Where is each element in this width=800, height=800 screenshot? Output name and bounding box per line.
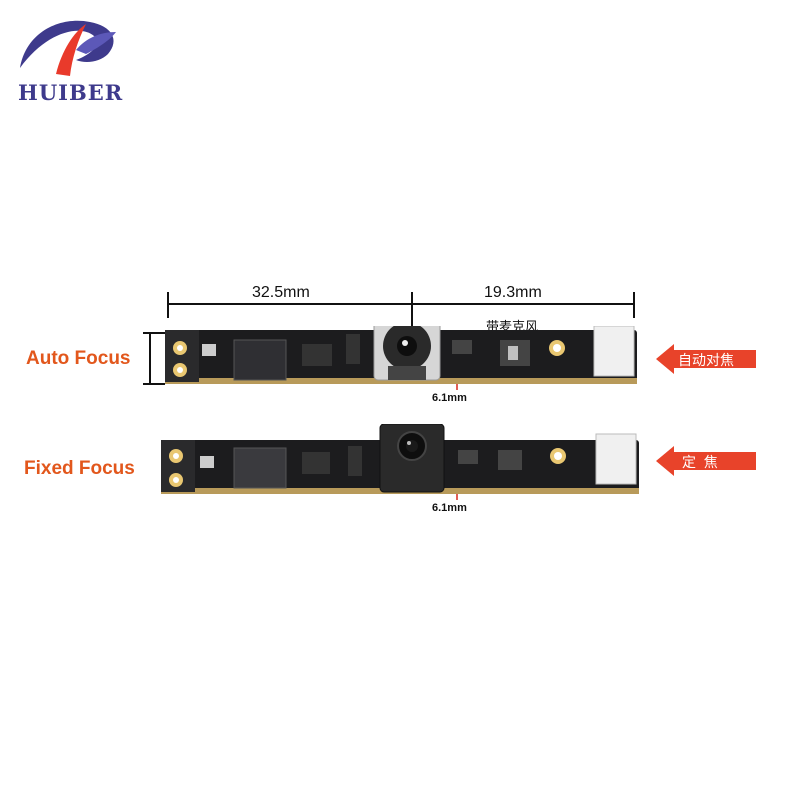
brand-name: HUIBER (18, 80, 124, 105)
left-arrow-icon (656, 446, 756, 476)
fixed-focus-badge: 定 焦 (656, 446, 756, 476)
dimension-left: 32.5mm (252, 284, 310, 301)
auto-focus-label: Auto Focus (26, 348, 131, 369)
auto-focus-board (165, 326, 637, 384)
fixed-focus-board (161, 424, 639, 494)
left-arrow-icon (656, 344, 756, 374)
auto-focus-badge-text: 自动对焦 (678, 352, 734, 368)
auto-focus-badge: 自动对焦 (656, 344, 756, 374)
dimension-right: 19.3mm (484, 284, 542, 301)
height-label-bottom: 6.1mm (432, 502, 467, 514)
fixed-focus-badge-text: 定 焦 (682, 454, 718, 470)
fixed-focus-label: Fixed Focus (24, 458, 135, 479)
huiber-logo-icon (20, 20, 116, 76)
height-label-top: 6.1mm (432, 392, 467, 404)
